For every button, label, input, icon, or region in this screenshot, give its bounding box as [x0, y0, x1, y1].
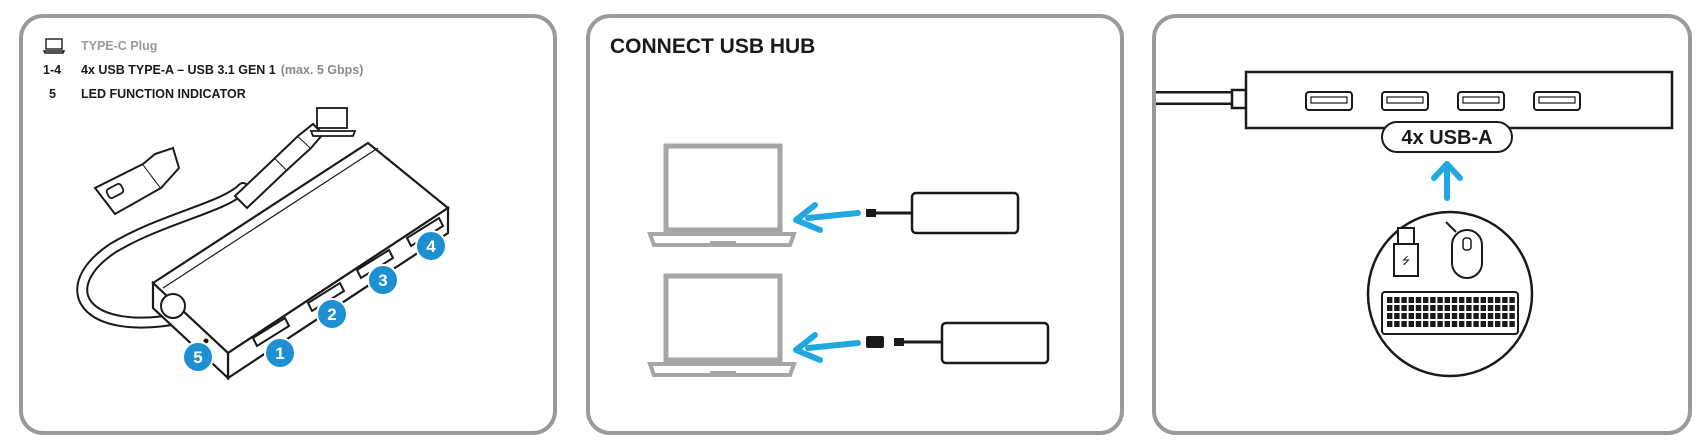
usb-port-2	[306, 281, 346, 313]
laptop-2-icon	[647, 273, 797, 377]
legend-text-typec: TYPE-C Plug	[81, 39, 158, 53]
usb-devices-panel: 4x USB-A ⭍	[1152, 14, 1692, 435]
callout-5: 5	[182, 341, 214, 373]
panel-title: CONNECT USB HUB	[610, 35, 816, 58]
ports-label-pill: 4x USB-A	[1381, 121, 1513, 153]
legend-key-led: 5	[49, 87, 56, 101]
callout-1-label: 1	[275, 344, 284, 363]
mouse-icon	[1445, 221, 1483, 279]
adapter-icon	[93, 146, 181, 216]
arrow-2-icon	[793, 332, 861, 363]
legend: TYPE-C Plug 1-4 4x USB TYPE-A – USB 3.1 …	[43, 34, 363, 106]
usb-port-4	[1533, 91, 1581, 111]
hub-1-icon	[866, 191, 1020, 235]
hub-2-icon	[866, 321, 1050, 365]
legend-note-ports: (max. 5 Gbps)	[280, 63, 364, 77]
keyboard-icon	[1381, 291, 1519, 335]
arrow-1-icon	[793, 202, 861, 233]
callout-5-label: 5	[193, 348, 202, 367]
legend-row-typec: TYPE-C Plug	[43, 34, 363, 58]
legend-text-led: LED FUNCTION INDICATOR	[81, 87, 246, 101]
connect-illustration	[647, 143, 1050, 377]
hub-cable	[1156, 88, 1248, 110]
usb-stick-icon: ⭍	[1393, 227, 1419, 277]
callout-3: 3	[367, 264, 399, 296]
usb-port-1	[251, 316, 291, 348]
usb-devices-illustration: 4x USB-A ⭍	[1156, 70, 1674, 378]
callout-2: 2	[316, 298, 348, 330]
callout-1: 1	[264, 337, 296, 369]
laptop-icon	[43, 38, 81, 54]
connect-hub-panel: CONNECT USB HUB	[586, 14, 1124, 435]
ports-label: 4x USB-A	[1401, 127, 1492, 149]
callout-4: 4	[415, 230, 447, 262]
legend-key-ports: 1-4	[43, 63, 62, 77]
usb-port-1	[1305, 91, 1353, 111]
usb-port-3	[355, 248, 395, 280]
usb-port-2	[1381, 91, 1429, 111]
hub-illustration: 1 2 3 4 5	[76, 107, 450, 381]
callout-3-label: 3	[378, 271, 387, 290]
hub-overview-panel: TYPE-C Plug 1-4 4x USB TYPE-A – USB 3.1 …	[19, 14, 557, 435]
legend-row-led: 5 LED FUNCTION INDICATOR	[43, 82, 363, 106]
svg-text:⭍: ⭍	[1402, 255, 1410, 267]
callout-2-label: 2	[327, 305, 336, 324]
callout-4-label: 4	[426, 237, 436, 256]
legend-text-ports: 4x USB TYPE-A – USB 3.1 GEN 1	[81, 63, 276, 77]
usb-port-3	[1457, 91, 1505, 111]
type-c-plug-icon	[233, 122, 325, 210]
legend-row-ports: 1-4 4x USB TYPE-A – USB 3.1 GEN 1 (max. …	[43, 58, 363, 82]
laptop-1-icon	[647, 143, 797, 247]
laptop-icon	[309, 107, 357, 137]
up-arrow-icon	[1431, 161, 1463, 201]
